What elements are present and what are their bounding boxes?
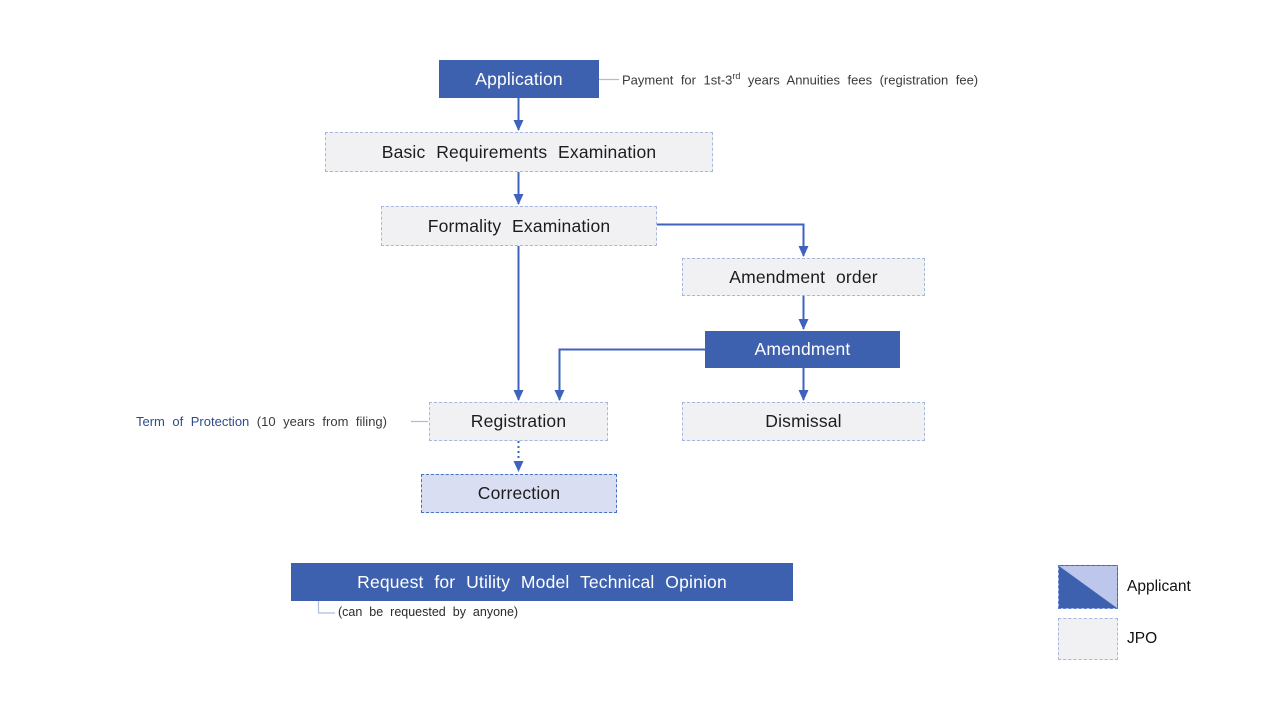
node-basic-requirements-label: Basic Requirements Examination	[381, 141, 657, 162]
node-amendment: Amendment	[705, 331, 900, 368]
request-note: (can be requested by anyone)	[338, 605, 519, 619]
node-request-technical-opinion-label: Request for Utility Model Technical Opin…	[357, 571, 727, 592]
legend-jpo-swatch	[1058, 618, 1118, 660]
node-correction-label: Correction	[477, 483, 561, 503]
term-of-protection-detail: (10 years from filing)	[249, 414, 387, 429]
node-registration: Registration	[429, 402, 608, 441]
payment-annotation-prefix: Payment for 1st-3	[622, 72, 733, 88]
node-correction: Correction	[421, 474, 617, 513]
payment-annotation: Payment for 1st-3rd years Annuities fees…	[622, 71, 978, 87]
node-formality-label: Formality Examination	[427, 215, 611, 236]
node-formality-examination: Formality Examination	[381, 206, 657, 246]
connector-request-note	[317, 601, 335, 614]
legend-applicant-swatch	[1058, 565, 1118, 609]
arrow-formality-to-amendment-order	[657, 223, 809, 257]
node-amendment-order: Amendment order	[682, 258, 925, 296]
node-amendment-label: Amendment	[754, 339, 851, 359]
node-dismissal-label: Dismissal	[765, 411, 842, 431]
payment-annotation-superscript: rd	[732, 71, 741, 81]
term-of-protection-text: Term of Protection	[136, 414, 250, 429]
arrow-amendment-to-registration	[554, 348, 705, 401]
node-dismissal: Dismissal	[682, 402, 925, 441]
node-application: Application	[439, 60, 599, 98]
legend-applicant-label: Applicant	[1127, 578, 1191, 595]
node-registration-label: Registration	[470, 411, 567, 431]
payment-annotation-suffix: years Annuities fees (registration fee)	[740, 72, 979, 88]
node-request-technical-opinion: Request for Utility Model Technical Opin…	[291, 563, 793, 601]
node-application-label: Application	[475, 68, 563, 89]
node-basic-requirements-examination: Basic Requirements Examination	[325, 132, 713, 172]
term-of-protection-annotation: Term of Protection (10 years from filing…	[136, 414, 387, 429]
legend-jpo-label: JPO	[1127, 630, 1158, 647]
node-amendment-order-label: Amendment order	[729, 266, 878, 287]
